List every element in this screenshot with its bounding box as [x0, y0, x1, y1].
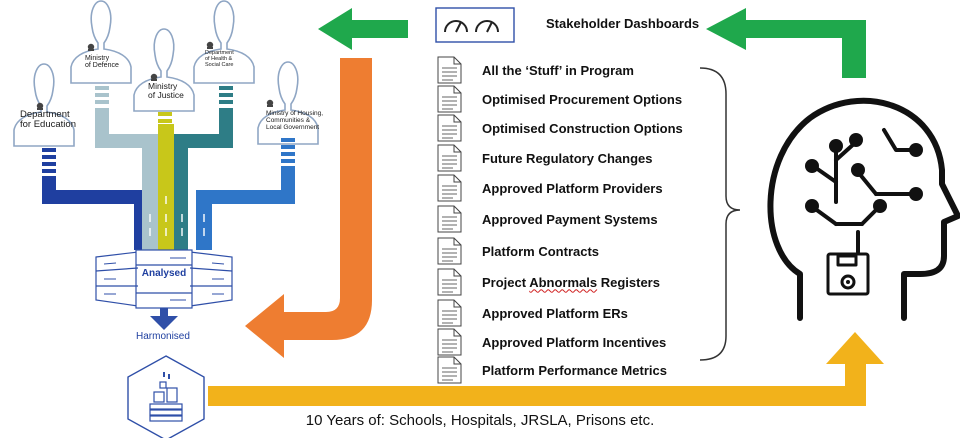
person-icon-health — [193, 0, 255, 84]
document-item: Optimised Construction Options — [437, 114, 683, 142]
server-stack-icon — [95, 249, 233, 309]
document-icon — [437, 56, 462, 84]
stakeholder-dashboards-label: Stakeholder Dashboards — [546, 16, 700, 31]
education-dashes — [42, 148, 56, 173]
document-label: Approved Platform Providers — [482, 180, 663, 196]
bottom-caption: 10 Years of: Schools, Hospitals, JRSLA, … — [305, 412, 655, 429]
document-icon — [437, 328, 462, 356]
document-icon — [437, 174, 462, 202]
dashboard-panel — [435, 7, 515, 43]
document-label: Optimised Construction Options — [482, 120, 683, 136]
orange-return-arrow — [245, 58, 372, 358]
crest-icon-justice — [150, 73, 158, 81]
document-item: Approved Platform Incentives — [437, 328, 666, 356]
document-item: Future Regulatory Changes — [437, 144, 652, 172]
justice-dashes — [158, 112, 172, 123]
document-label: Approved Platform Incentives — [482, 334, 667, 350]
document-icon — [437, 268, 462, 296]
document-icon — [437, 299, 462, 327]
housing-dashes — [281, 138, 295, 163]
spellcheck-flagged-word: Abnormals — [529, 274, 598, 290]
dept-label-housing: Ministry of Housing,Communities &Local G… — [266, 110, 324, 131]
harmonised-label: Harmonised — [136, 331, 190, 342]
document-item: Platform Contracts — [437, 237, 599, 265]
crest-icon-housing — [266, 99, 274, 107]
document-label: Approved Payment Systems — [482, 211, 658, 227]
document-item: Approved Platform Providers — [437, 174, 663, 202]
harmonised-database-icon — [127, 355, 205, 438]
person-icon-defence — [70, 0, 132, 84]
document-icon — [437, 205, 462, 233]
document-item: Optimised Procurement Options — [437, 85, 682, 113]
document-item: All the ‘Stuff’ in Program — [437, 56, 634, 84]
document-item: Approved Platform ERs — [437, 299, 628, 327]
curly-brace — [699, 67, 741, 361]
crest-icon-health — [206, 41, 214, 49]
defence-dashes — [95, 86, 109, 104]
document-icon — [437, 356, 462, 384]
document-item: Platform Performance Metrics — [437, 356, 667, 384]
document-icon — [437, 114, 462, 142]
ai-brain-icon — [767, 97, 960, 321]
document-label: Platform Performance Metrics — [482, 362, 667, 378]
document-item: Approved Payment Systems — [437, 205, 658, 233]
document-icon — [437, 144, 462, 172]
document-label: Future Regulatory Changes — [482, 150, 653, 166]
document-label: All the ‘Stuff’ in Program — [482, 62, 634, 78]
health-dashes — [219, 86, 233, 104]
document-icon — [437, 237, 462, 265]
person-icon-education — [13, 63, 75, 147]
crest-icon-defence — [87, 43, 95, 51]
document-item: Project Abnormals Registers — [437, 268, 660, 296]
yellow-arrow-to-brain — [208, 332, 884, 406]
document-label: Project Abnormals Registers — [482, 274, 660, 290]
green-arrow-to-departments — [318, 8, 408, 50]
document-icon — [437, 85, 462, 113]
document-label: Optimised Procurement Options — [482, 91, 683, 107]
floppy-disk-icon — [826, 252, 870, 296]
document-label: Platform Contracts — [482, 243, 600, 259]
data-flow-lines — [42, 108, 295, 250]
document-label: Approved Platform ERs — [482, 305, 628, 321]
green-arrow-from-brain — [706, 8, 866, 78]
gauge-icon — [444, 20, 499, 33]
analysed-label: Analysed — [141, 268, 187, 279]
down-arrow-icon — [150, 308, 178, 330]
